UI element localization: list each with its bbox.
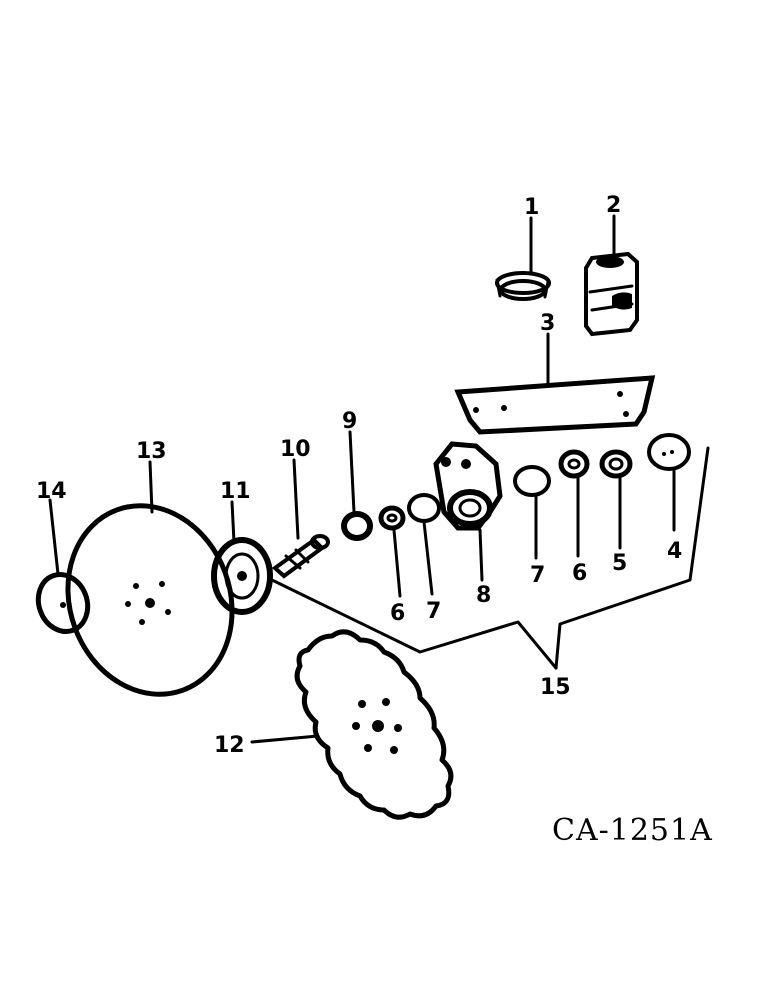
part-7-seal-left: [407, 493, 441, 523]
callout-11: 11: [220, 479, 251, 504]
callout-1: 1: [524, 195, 539, 220]
part-10-spindle: [271, 534, 330, 579]
callout-6-right: 6: [572, 561, 587, 586]
part-13-plain-disc: [65, 503, 235, 697]
part-6-washer-right: [558, 449, 590, 479]
callout-2: 2: [606, 193, 621, 218]
callout-4: 4: [667, 539, 682, 564]
callout-13: 13: [136, 439, 167, 464]
callout-3: 3: [540, 311, 555, 336]
part-14-small-disc: [35, 572, 91, 634]
part-12-notched-disc: [294, 629, 454, 820]
callout-9: 9: [342, 409, 357, 434]
part-9-spacer: [341, 511, 373, 541]
callout-6-left: 6: [390, 601, 405, 626]
drawing-code: CA-1251A: [552, 813, 713, 848]
part-6-washer-left: [378, 505, 406, 531]
part-4-cap: [647, 433, 691, 471]
callout-14: 14: [36, 479, 67, 504]
callout-10: 10: [280, 437, 311, 462]
callout-8: 8: [476, 583, 491, 608]
part-5-nut: [599, 449, 633, 479]
callouts: 1 2 3 4 5 6 7 8 9 10 11 12 13 14 15 6 7: [36, 193, 682, 758]
part-11-flange: [211, 537, 273, 615]
part-1-clamp: [495, 271, 551, 301]
callout-15: 15: [540, 675, 571, 700]
callout-5: 5: [612, 551, 627, 576]
leader-lines: [48, 214, 710, 744]
callout-7-left: 7: [426, 599, 441, 624]
part-2-housing: [584, 251, 639, 337]
callout-7-right: 7: [530, 563, 545, 588]
part-7-seal-right: [513, 465, 551, 497]
part-3-plate: [454, 375, 656, 435]
callout-12: 12: [214, 733, 245, 758]
part-8-hub-bracket: [433, 441, 503, 531]
